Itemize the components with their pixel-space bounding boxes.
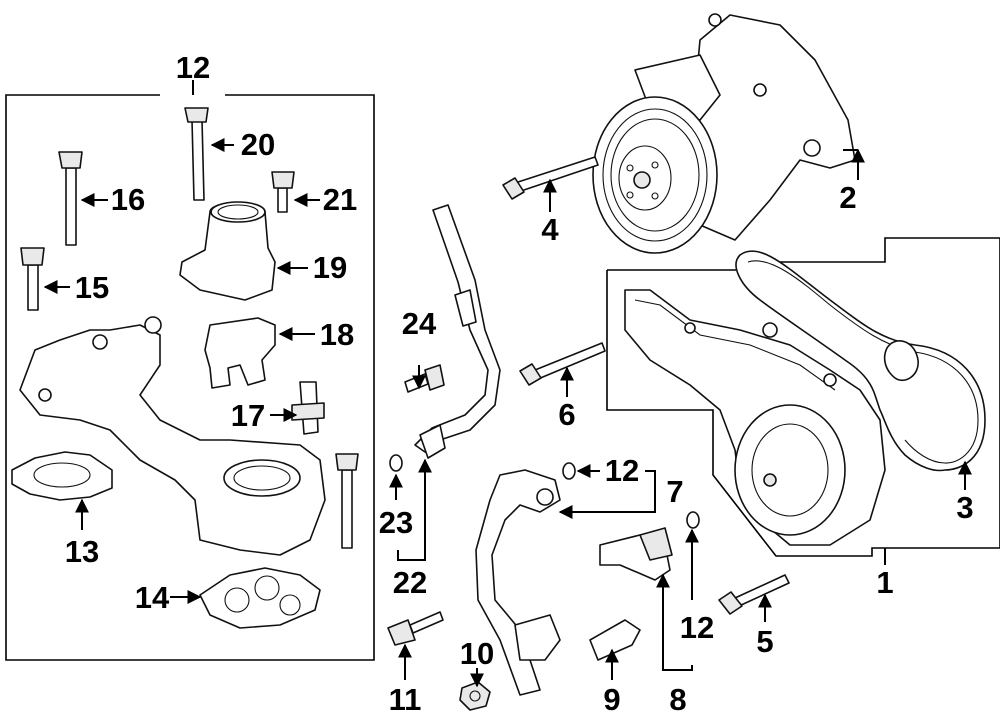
water-pump-with-pulley [592,13,856,254]
coolant-tube-upper [414,204,501,459]
bolt-long-right [335,453,359,549]
coolant-outlet-manifold [19,316,326,556]
bolt-16 [20,247,45,311]
callout-25: 24 [402,306,437,341]
bolt-17 [58,151,83,246]
callout-16: 15 [75,270,109,305]
callout-11: 11 [389,682,422,713]
coolant-tube-lower [475,469,561,696]
sensor-18 [291,381,325,435]
callout-20: 19 [313,250,347,285]
o-ring-12-lower [686,511,700,529]
callout-22: 21 [323,182,357,217]
bolt-21 [184,107,209,201]
bolt-22 [271,171,295,213]
frame-thermostat-group [5,94,375,661]
callout-14: 13 [65,534,99,569]
callout-21: 20 [241,127,275,162]
nut-10 [459,681,491,711]
callout-1: 1 [876,565,893,600]
callout-7: 7 [666,474,683,509]
callout-12-upper: 12 [605,453,639,488]
callout-5: 5 [756,624,773,659]
sensor-9 [589,619,641,661]
bolt-11 [387,611,444,646]
gasket-15 [199,567,321,629]
callout-4: 4 [541,212,559,247]
thermostat-19 [204,317,276,389]
callout-13: 12 [176,50,210,85]
bolt-5 [718,574,790,615]
callout-15: 14 [135,580,170,615]
callout-24: 23 [379,505,413,540]
water-pump-gasket [735,250,986,472]
callout-19: 18 [320,317,354,352]
bolt-4 [502,156,599,200]
callout-3: 3 [956,490,973,525]
o-ring-24 [389,454,403,472]
coolant-temperature-sensor-8 [599,527,673,581]
callout-9: 9 [603,682,620,713]
callout-18: 17 [231,398,265,433]
o-ring-12-upper [562,462,576,480]
callout-2: 2 [839,180,856,215]
gasket-14 [11,451,113,501]
callout-6: 6 [558,397,575,432]
callout-8: 8 [669,682,686,713]
water-pump-housing [624,289,886,546]
leader-lines [43,80,972,688]
callout-17: 16 [111,182,145,217]
thermostat-housing-20 [179,201,276,301]
callout-12-lower: 12 [680,610,714,645]
callout-labels: 12 20 16 21 15 19 18 17 13 14 2 4 24 6 3… [65,50,974,713]
callout-23: 22 [393,565,427,600]
callout-10: 10 [460,636,494,671]
bolt-25 [404,364,445,393]
bolt-6 [519,342,606,386]
